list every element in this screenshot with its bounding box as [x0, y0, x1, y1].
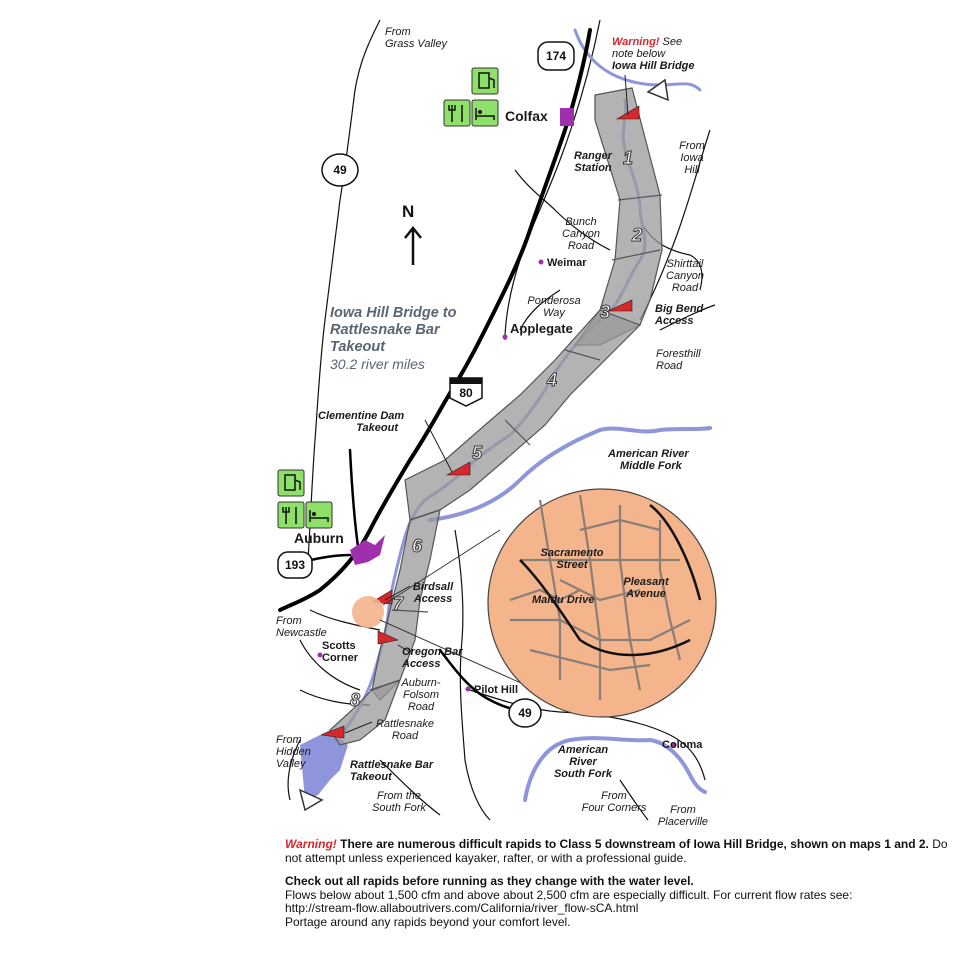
- facility-icons-colfax: [443, 67, 499, 127]
- town-weimar: Weimar: [547, 257, 587, 269]
- warning-note: Warning! There are numerous difficult ra…: [285, 837, 948, 865]
- start-arrow: [646, 78, 669, 102]
- facility-icons-auburn: [277, 469, 333, 529]
- route-distance: 30.2 river miles: [330, 356, 425, 372]
- shield-80-label: 80: [459, 386, 473, 400]
- town-coloma: Coloma: [662, 739, 703, 751]
- inset-locator: [352, 596, 384, 628]
- american-river-south-fork: [523, 736, 707, 802]
- segment-6: 6: [411, 536, 423, 557]
- segment-dividers: [369, 194, 663, 691]
- town-blocks: [350, 108, 574, 565]
- segment-7: 7: [392, 594, 404, 615]
- north-label: N: [402, 202, 415, 221]
- inset-maidu-drive: Maidu Drive: [532, 594, 595, 606]
- north-arrow: [404, 225, 422, 265]
- warning-callout: Warning! See note below Iowa Hill Bridge: [612, 36, 695, 72]
- leader-lines: [344, 74, 629, 734]
- shield-174: [537, 41, 575, 71]
- american-river-middle-fork: [428, 426, 712, 522]
- shield-80: [449, 377, 483, 407]
- lodging-icon: [471, 99, 499, 127]
- town-pilot-hill: Pilot Hill: [474, 684, 518, 696]
- segment-2: 2: [631, 225, 643, 246]
- lake: [300, 730, 348, 800]
- route-title: Iowa Hill Bridge to Rattlesnake Bar Take…: [330, 305, 480, 373]
- restaurant-icon: [443, 99, 471, 127]
- shield-193-label: 193: [284, 558, 306, 572]
- flow-note: Check out all rapids before running as t…: [285, 874, 853, 929]
- shield-174-label: 174: [545, 49, 567, 63]
- segment-1: 1: [622, 148, 634, 169]
- i80: [278, 28, 592, 612]
- town-dots: [317, 259, 677, 748]
- notes-panel: Warning! There are numerous difficult ra…: [285, 837, 965, 939]
- shield-49-south: [508, 698, 542, 728]
- segment-4: 4: [546, 370, 558, 391]
- end-arrow: [298, 788, 324, 812]
- shield-49-north-label: 49: [333, 163, 347, 177]
- shield-193: [277, 551, 313, 579]
- hwy49-north: [348, 448, 362, 562]
- shield-49-south-label: 49: [518, 706, 532, 720]
- segment-5: 5: [471, 443, 483, 464]
- restaurant-icon: [277, 501, 305, 529]
- segment-8: 8: [349, 690, 361, 711]
- flow-rates-link[interactable]: http://stream-flow.allaboutrivers.com/Ca…: [285, 901, 639, 915]
- town-colfax: Colfax: [505, 108, 548, 124]
- lodging-icon: [305, 501, 333, 529]
- town-auburn: Auburn: [294, 530, 344, 546]
- town-applegate: Applegate: [510, 321, 573, 336]
- segment-3: 3: [599, 302, 611, 323]
- auburn-inset: [487, 488, 717, 718]
- shield-49-north: [321, 153, 359, 187]
- route-title-text: Iowa Hill Bridge to Rattlesnake Bar Take…: [330, 305, 457, 355]
